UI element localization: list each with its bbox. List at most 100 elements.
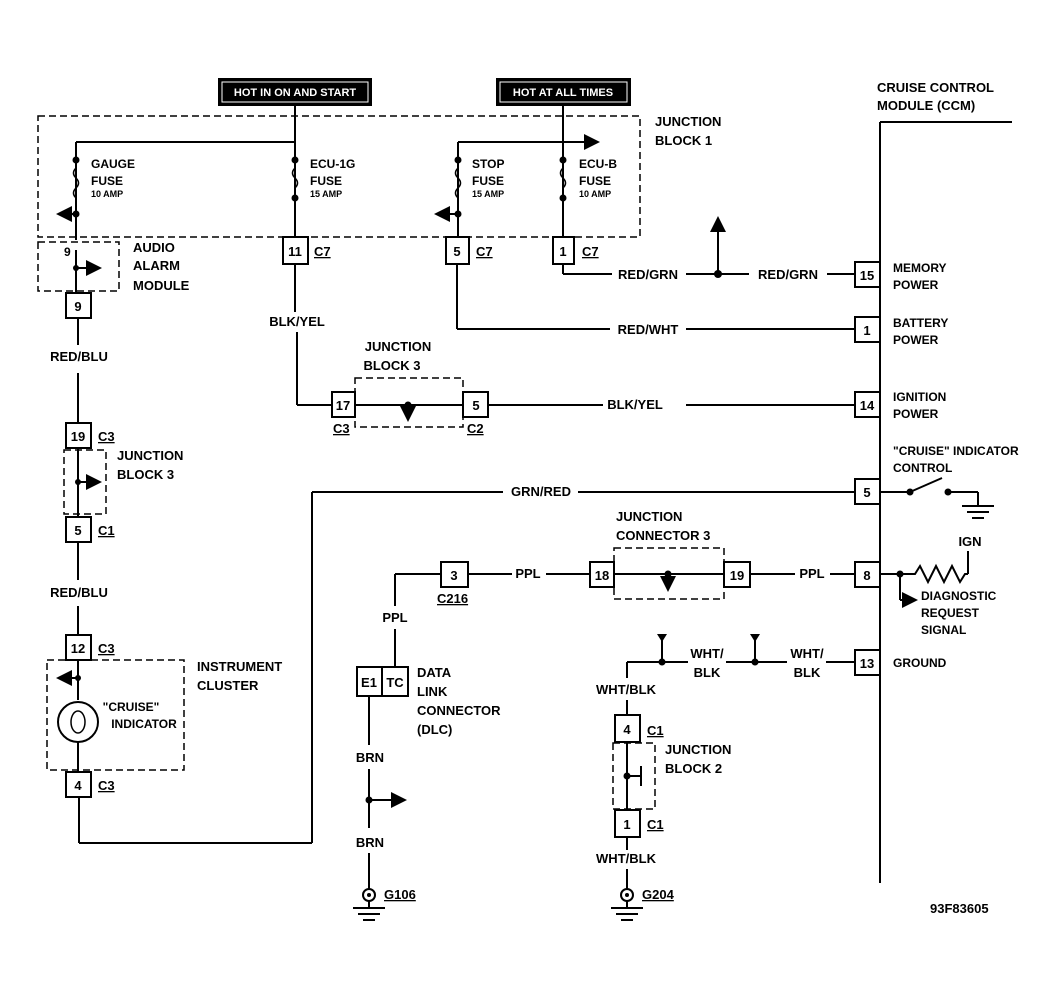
svg-text:WHT/BLK: WHT/BLK <box>596 682 657 697</box>
svg-text:RED/WHT: RED/WHT <box>618 322 679 337</box>
data-link-connector: 3 C216 PPL PPL E1 TC DATA LINK CONNECTOR… <box>353 561 590 921</box>
svg-text:E1: E1 <box>361 675 377 690</box>
svg-text:5: 5 <box>472 398 479 413</box>
junction-block-1: JUNCTION BLOCK 1 GAUGE FUSE 10 AMP ECU-1… <box>37 106 721 240</box>
svg-text:10 AMP: 10 AMP <box>91 189 123 199</box>
svg-text:C3: C3 <box>98 641 115 656</box>
svg-text:REQUEST: REQUEST <box>921 606 980 620</box>
diagnostic-pullup-resistor: IGN <box>880 534 982 608</box>
svg-text:DATA: DATA <box>417 665 452 680</box>
svg-text:15 AMP: 15 AMP <box>310 189 342 199</box>
svg-text:15 AMP: 15 AMP <box>472 189 504 199</box>
svg-text:3: 3 <box>450 568 457 583</box>
svg-text:HOT IN ON AND START: HOT IN ON AND START <box>234 87 356 99</box>
svg-text:12: 12 <box>71 641 85 656</box>
svg-text:DIAGNOSTIC: DIAGNOSTIC <box>921 589 997 603</box>
svg-text:1: 1 <box>559 244 566 259</box>
svg-text:19: 19 <box>730 568 744 583</box>
svg-text:FUSE: FUSE <box>472 174 504 188</box>
banner-hot-on-start: HOT IN ON AND START <box>218 78 372 106</box>
svg-text:POWER: POWER <box>893 278 939 292</box>
svg-text:15: 15 <box>860 268 874 283</box>
svg-text:9: 9 <box>74 299 81 314</box>
svg-text:CRUISE CONTROL: CRUISE CONTROL <box>877 80 994 95</box>
svg-text:10 AMP: 10 AMP <box>579 189 611 199</box>
svg-text:5: 5 <box>863 485 870 500</box>
svg-text:JUNCTION: JUNCTION <box>665 742 731 757</box>
svg-text:PPL: PPL <box>515 566 540 581</box>
svg-text:C3: C3 <box>98 429 115 444</box>
svg-text:JUNCTION: JUNCTION <box>365 339 431 354</box>
svg-text:"CRUISE" INDICATOR: "CRUISE" INDICATOR <box>893 444 1019 458</box>
ccm-pins: 15 MEMORY POWER 1 BATTERY POWER 14 IGNIT… <box>854 261 1019 676</box>
svg-text:GAUGE: GAUGE <box>91 157 135 171</box>
svg-text:TC: TC <box>386 675 404 690</box>
svg-text:GRN/RED: GRN/RED <box>511 484 571 499</box>
junction-block-3-middle: JUNCTION BLOCK 3 17 C3 5 C2 BLK/YEL <box>331 339 855 436</box>
junction-connector-3: JUNCTION CONNECTOR 3 18 19 PPL <box>589 509 855 600</box>
svg-text:LINK: LINK <box>417 684 448 699</box>
svg-text:FUSE: FUSE <box>91 174 123 188</box>
svg-text:C3: C3 <box>98 778 115 793</box>
svg-text:BLK: BLK <box>694 665 721 680</box>
svg-text:C2: C2 <box>467 421 484 436</box>
svg-text:C1: C1 <box>647 723 664 738</box>
svg-text:4: 4 <box>623 722 631 737</box>
wiring-power: RED/GRN RED/GRN RED/WHT BLK/YEL <box>269 216 855 406</box>
svg-text:STOP: STOP <box>472 157 504 171</box>
instrument-cluster: 12 C3 "CRUISE" INDICATOR INSTRUMENT CLUS… <box>46 634 282 798</box>
svg-text:C1: C1 <box>647 817 664 832</box>
svg-text:MODULE: MODULE <box>133 278 190 293</box>
svg-text:ECU-B: ECU-B <box>579 157 617 171</box>
audio-alarm-module: 9 AUDIO ALARM MODULE 9 <box>37 240 190 319</box>
svg-text:JUNCTION: JUNCTION <box>616 509 682 524</box>
svg-text:14: 14 <box>860 398 875 413</box>
svg-text:CONNECTOR 3: CONNECTOR 3 <box>616 528 710 543</box>
svg-text:BLOCK 3: BLOCK 3 <box>117 467 174 482</box>
svg-text:ECU-1G: ECU-1G <box>310 157 355 171</box>
svg-text:1: 1 <box>863 323 870 338</box>
svg-text:POWER: POWER <box>893 407 939 421</box>
svg-text:19: 19 <box>71 429 85 444</box>
svg-text:RED/GRN: RED/GRN <box>618 267 678 282</box>
svg-text:C7: C7 <box>314 244 331 259</box>
svg-text:IGNITION: IGNITION <box>893 390 946 404</box>
svg-text:HOT AT ALL TIMES: HOT AT ALL TIMES <box>513 87 613 99</box>
svg-text:RED/BLU: RED/BLU <box>50 349 108 364</box>
connector-c7: 11 C7 5 C7 1 C7 <box>282 236 599 265</box>
svg-text:ALARM: ALARM <box>133 258 180 273</box>
svg-text:MODULE (CCM): MODULE (CCM) <box>877 98 975 113</box>
svg-text:C1: C1 <box>98 523 115 538</box>
svg-text:G106: G106 <box>384 887 416 902</box>
svg-text:13: 13 <box>860 656 874 671</box>
svg-text:IGN: IGN <box>958 534 981 549</box>
svg-text:PPL: PPL <box>799 566 824 581</box>
svg-text:JUNCTION: JUNCTION <box>117 448 183 463</box>
svg-text:C216: C216 <box>437 591 468 606</box>
wiring-grn-red: GRN/RED <box>78 484 855 844</box>
svg-text:PPL: PPL <box>382 610 407 625</box>
svg-text:RED/GRN: RED/GRN <box>758 267 818 282</box>
svg-text:CONTROL: CONTROL <box>893 461 952 475</box>
svg-text:BATTERY: BATTERY <box>893 316 948 330</box>
wiring-left-column: RED/BLU 19 C3 JUNCTION BLOCK 3 5 C1 RED/… <box>50 318 183 635</box>
svg-text:BLOCK 1: BLOCK 1 <box>655 133 712 148</box>
svg-text:BLOCK 2: BLOCK 2 <box>665 761 722 776</box>
svg-text:C7: C7 <box>582 244 599 259</box>
svg-text:11: 11 <box>288 244 302 259</box>
wiring-ground: WHT/ BLK WHT/ BLK WHT/BLK <box>596 634 855 715</box>
svg-text:INSTRUMENT: INSTRUMENT <box>197 659 282 674</box>
figure-id: 93F83605 <box>930 901 989 916</box>
cruise-indicator-lamp-icon <box>57 701 99 743</box>
svg-text:CLUSTER: CLUSTER <box>197 678 259 693</box>
svg-text:18: 18 <box>595 568 609 583</box>
svg-text:4: 4 <box>74 778 82 793</box>
svg-text:C7: C7 <box>476 244 493 259</box>
svg-text:8: 8 <box>863 568 870 583</box>
svg-text:WHT/BLK: WHT/BLK <box>596 851 657 866</box>
svg-text:WHT/: WHT/ <box>690 646 724 661</box>
svg-text:WHT/: WHT/ <box>790 646 824 661</box>
svg-text:INDICATOR: INDICATOR <box>111 717 177 731</box>
cruise-control-module: CRUISE CONTROL MODULE (CCM) <box>877 80 1012 883</box>
